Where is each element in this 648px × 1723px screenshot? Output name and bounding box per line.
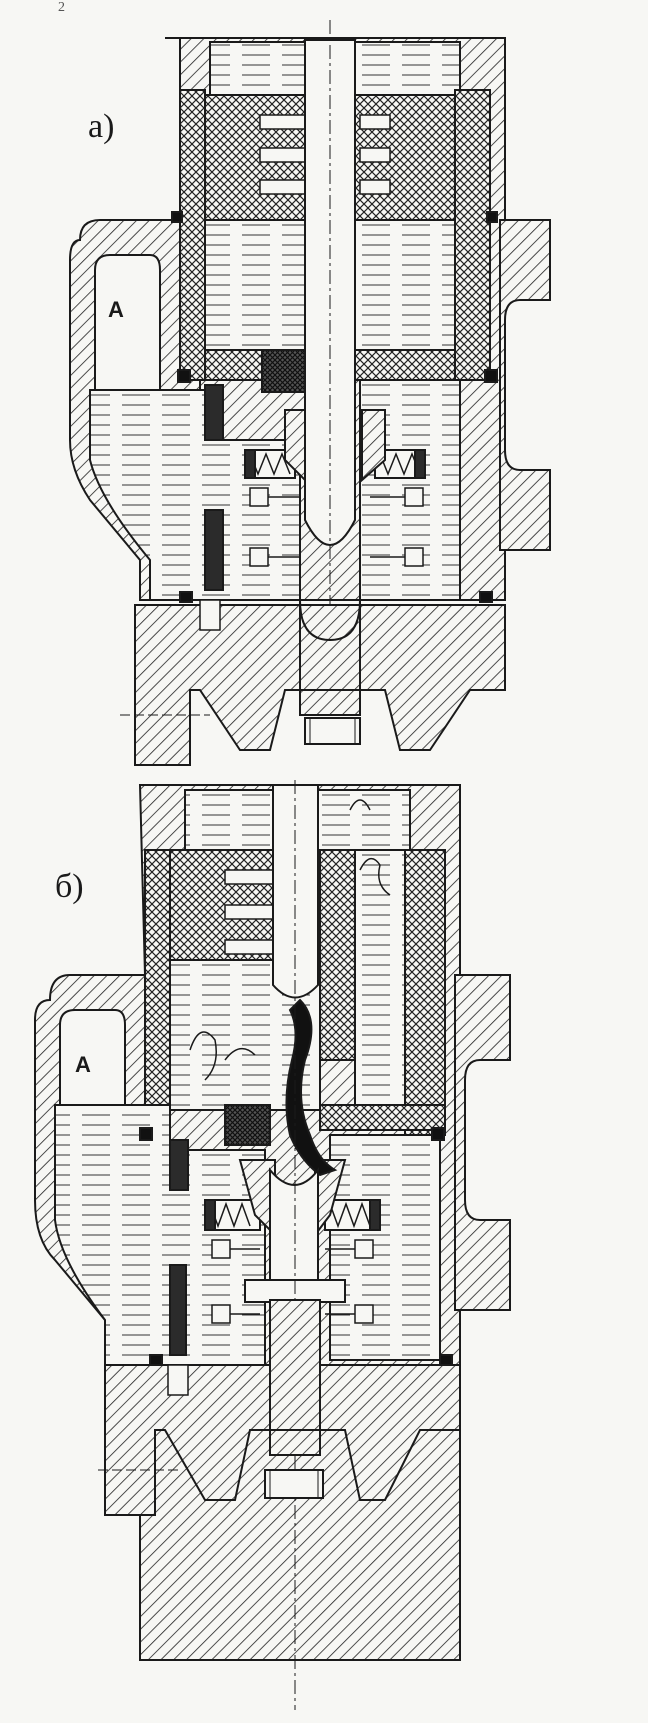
figure-a-guide-right bbox=[361, 409, 386, 483]
figure-b-cavity-label: A bbox=[75, 1052, 91, 1077]
figure-a-nut bbox=[304, 717, 361, 745]
figure-b-bolts bbox=[211, 1239, 374, 1324]
figure-b-dark-block-2 bbox=[169, 1139, 189, 1191]
figure-a-lower-chamber bbox=[89, 389, 301, 601]
figure-b-crack bbox=[285, 998, 338, 1177]
figure-b-pin bbox=[167, 1364, 189, 1396]
figure-b-drawing bbox=[34, 780, 511, 1710]
figure-a-dark-block-3 bbox=[204, 509, 224, 591]
figure-a-cylinder-wall-right bbox=[454, 89, 491, 381]
figure-b-dark-block-1 bbox=[224, 1104, 271, 1146]
figure-a-dark-block-2 bbox=[204, 384, 224, 441]
figure-a-label: а) bbox=[88, 108, 115, 145]
figure-a-right-body bbox=[499, 219, 551, 551]
figure-b-nut bbox=[264, 1469, 324, 1499]
figure-b-base bbox=[104, 1364, 461, 1516]
figure-b-cylinder-wall-left bbox=[144, 849, 171, 1136]
figure-a-valve-plates bbox=[259, 114, 391, 195]
figure-b-dark-block-3 bbox=[169, 1264, 187, 1356]
figure-a-bolts bbox=[249, 487, 424, 567]
figure-b-right-channel bbox=[354, 849, 406, 1106]
figure-b-fracture-marks bbox=[189, 799, 391, 1081]
figure-b-valve-plates bbox=[224, 869, 274, 955]
figure-a-dark-block-1 bbox=[261, 349, 308, 393]
figure-b-right-lower-chamber bbox=[329, 1134, 441, 1361]
figure-b-bridge bbox=[319, 1104, 446, 1131]
figure-b-lower-chamber bbox=[54, 1104, 266, 1366]
corner-mark: 2 bbox=[58, 0, 65, 15]
figure-a-drawing bbox=[69, 20, 551, 766]
figure-b-right-body bbox=[454, 974, 511, 1311]
figure-b-cavity bbox=[59, 1009, 126, 1106]
figure-b-cylinder-wall-right bbox=[404, 849, 446, 1136]
figure-a-cavity bbox=[94, 254, 161, 391]
figure-b-label: б) bbox=[55, 868, 84, 905]
figure-a-cylinder-wall-left bbox=[179, 89, 206, 381]
figure-a-stem bbox=[304, 39, 356, 546]
figure-a-pin bbox=[199, 599, 221, 631]
figure-b-stem-lower bbox=[269, 1167, 319, 1291]
figure-a-cavity-label: A bbox=[108, 297, 124, 322]
